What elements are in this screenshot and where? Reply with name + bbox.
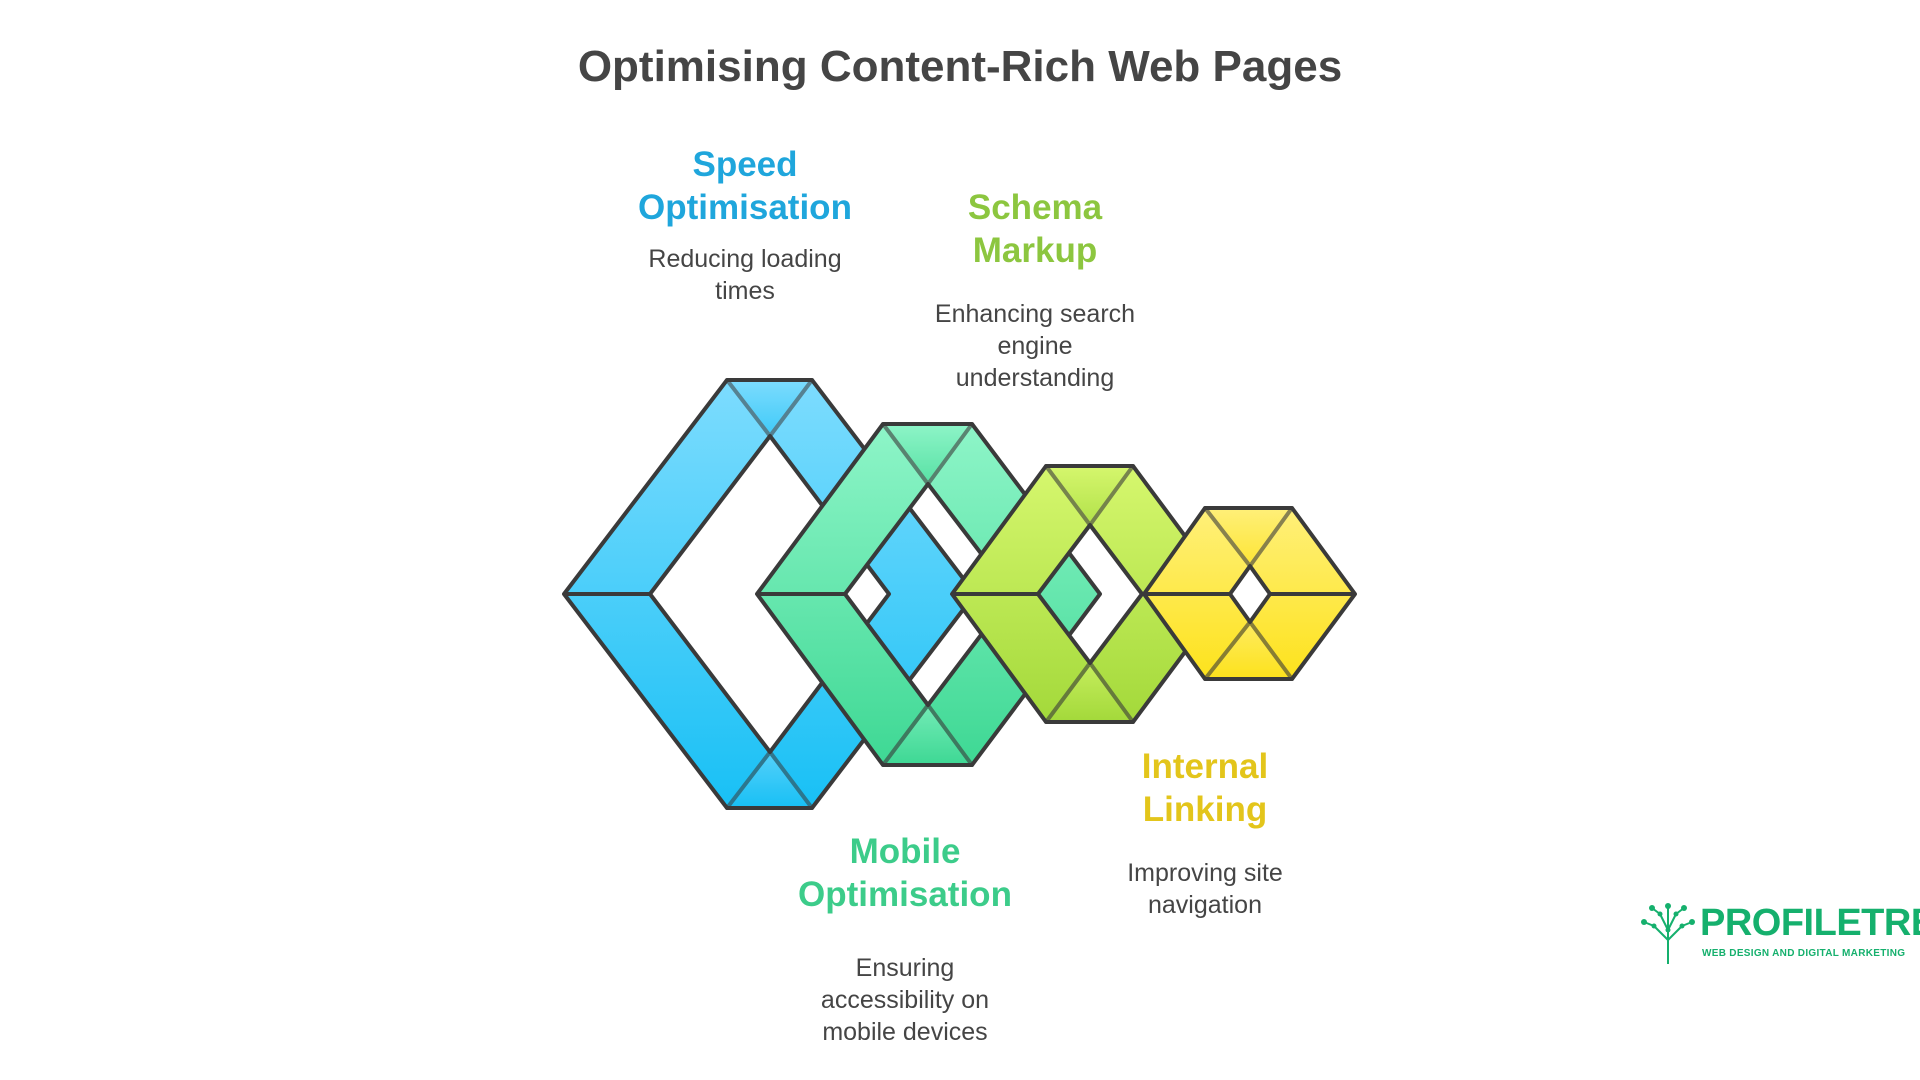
schema-markup-description: Enhancing search engine understanding (934, 300, 1136, 392)
tree-icon (1641, 903, 1695, 964)
speed-optimisation-heading: Speed Optimisation (638, 145, 852, 227)
internal-linking-heading: Internal Linking (1141, 747, 1269, 829)
mobile-optimisation-heading: Mobile Optimisation (798, 832, 1012, 914)
mobile-optimisation-description: Ensuring accessibility on mobile devices (820, 954, 990, 1046)
internal-linking-description: Improving site navigation (1127, 859, 1283, 919)
profiletree-logo: PROFILETREE WEB DESIGN AND DIGITAL MARKE… (1640, 900, 1920, 970)
internal-linking-shape (1142, 506, 1357, 681)
logo-brand: PROFILETREE (1700, 902, 1920, 944)
schema-markup-shape (950, 464, 1230, 724)
internal-linking-label: Internal Linking Improving site navigati… (1085, 745, 1325, 921)
mobile-optimisation-label: Mobile Optimisation Ensuring accessibili… (770, 830, 1040, 1048)
speed-optimisation-label: Speed Optimisation Reducing loading time… (600, 143, 890, 307)
page-title: Optimising Content-Rich Web Pages (577, 42, 1343, 91)
speed-optimisation-description: Reducing loading times (648, 245, 842, 305)
schema-markup-label: Schema Markup Enhancing search engine un… (905, 186, 1165, 394)
logo-tagline: WEB DESIGN AND DIGITAL MARKETING (1702, 948, 1906, 959)
schema-markup-heading: Schema Markup (967, 188, 1103, 270)
